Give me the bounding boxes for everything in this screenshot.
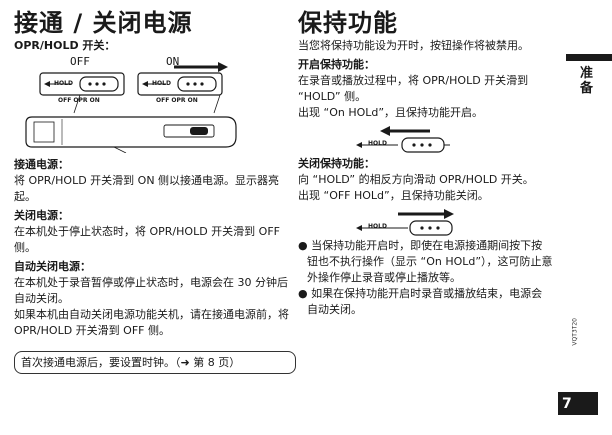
section-body: 在本机处于停止状态时，将 OPR/HOLD 开关滑到 OFF 侧。 bbox=[14, 225, 280, 254]
on-switch-graphic bbox=[137, 62, 228, 96]
hold-on-illustration: HOLD bbox=[298, 123, 548, 153]
section-body: 将 OPR/HOLD 开关滑到 ON 侧以接通电源。显示器亮起。 bbox=[14, 174, 280, 203]
off-opr-on-label-1: OFF OPR ON bbox=[58, 97, 100, 104]
off-opr-on-label-2: OFF OPR ON bbox=[156, 97, 198, 104]
right-column: 保持功能 当您将保持功能设为开时，按钮操作将被禁用。 开启保持功能： 在录音或播… bbox=[298, 8, 553, 318]
hold-label: HOLD bbox=[368, 140, 387, 147]
section-heading: 关闭电源： bbox=[14, 209, 69, 222]
hold-label: HOLD bbox=[368, 223, 387, 230]
hold-off-switch-graphic bbox=[356, 209, 454, 236]
hold-on-display: 出现 “On HOLd”，且保持功能开启。 bbox=[298, 106, 484, 119]
hold-label-on: HOLD bbox=[152, 80, 171, 87]
left-column: 接通 / 关闭电源 OPR/HOLD 开关： OFF ON bbox=[14, 8, 296, 374]
section-heading: 自动关闭电源： bbox=[14, 260, 91, 273]
hold-on-body: 在录音或播放过程中，将 OPR/HOLD 开关滑到 “HOLD” 侧。 bbox=[298, 74, 529, 103]
power-title: 接通 / 关闭电源 bbox=[14, 9, 193, 37]
hold-off-body: 向 “HOLD” 的相反方向滑动 OPR/HOLD 开关。 bbox=[298, 173, 534, 186]
hold-on-switch-graphic bbox=[356, 126, 450, 153]
page-number-rule bbox=[558, 392, 598, 393]
hold-off-illustration: HOLD bbox=[298, 206, 548, 236]
section-heading: 接通电源： bbox=[14, 158, 69, 171]
recorder-device-graphic bbox=[25, 116, 237, 153]
on-label: ON bbox=[166, 55, 180, 68]
section-body: 在本机处于录音暂停或停止状态时，电源会在 30 分钟后自动关闭。 bbox=[14, 276, 288, 305]
hold-label-off: HOLD bbox=[54, 80, 73, 87]
bullet-item: ● 如果在保持功能开启时录音或播放结束，电源会自动关闭。 bbox=[298, 287, 543, 316]
hold-off-display: 出现 “OFF HOLd”，且保持功能关闭。 bbox=[298, 189, 489, 202]
chapter-tab bbox=[566, 54, 612, 61]
chapter-title: 准备 bbox=[580, 66, 594, 96]
hold-on-heading: 开启保持功能： bbox=[298, 58, 375, 71]
opr-hold-switch-label: OPR/HOLD 开关： bbox=[14, 39, 116, 52]
clock-setting-note: 首次接通电源后，要设置时钟。（➜ 第 8 页） bbox=[14, 351, 296, 374]
page-number: 7 bbox=[558, 393, 598, 415]
hold-title: 保持功能 bbox=[298, 9, 398, 37]
auto-off-note: 如果本机由自动关闭电源功能关机，请在接通电源前，将 OPR/HOLD 开关滑到 … bbox=[14, 308, 289, 337]
off-switch-graphic bbox=[39, 72, 125, 96]
off-label: OFF bbox=[70, 55, 90, 68]
power-switch-illustration: OFF ON bbox=[14, 55, 254, 153]
hold-intro: 当您将保持功能设为开时，按钮操作将被禁用。 bbox=[298, 39, 529, 52]
hold-off-heading: 关闭保持功能： bbox=[298, 157, 375, 170]
switch-diagram bbox=[25, 62, 237, 153]
document-code: VQT3T20 bbox=[572, 318, 579, 346]
bullet-item: ● 当保持功能开启时，即使在电源接通期间按下按钮也不执行操作（显示 “On HO… bbox=[298, 239, 553, 284]
